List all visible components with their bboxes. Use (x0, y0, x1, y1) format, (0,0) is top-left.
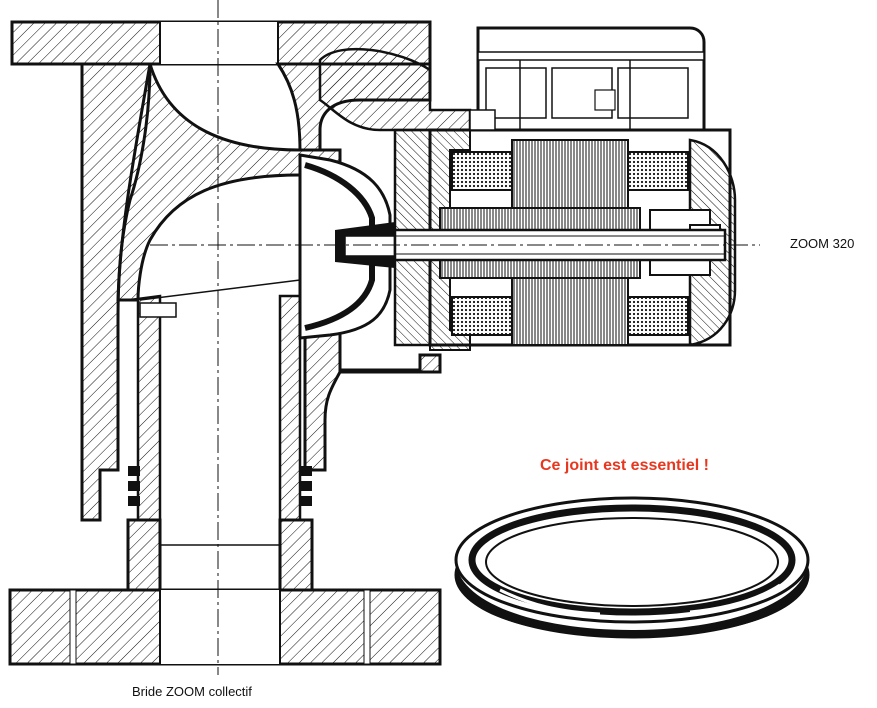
center-lines (150, 0, 760, 675)
lower-neck (126, 518, 314, 592)
impeller (298, 153, 396, 340)
model-name-label: ZOOM 320 (790, 236, 855, 251)
gasket-ring-illustration (454, 496, 810, 639)
bottom-flange (8, 588, 442, 666)
flange-caption: Bride ZOOM collectif (132, 684, 252, 699)
gasket-callout: Ce joint est essentiel ! (540, 457, 709, 474)
top-flange (10, 20, 432, 66)
terminal-box (469, 26, 706, 132)
pipe-seals (128, 466, 312, 506)
